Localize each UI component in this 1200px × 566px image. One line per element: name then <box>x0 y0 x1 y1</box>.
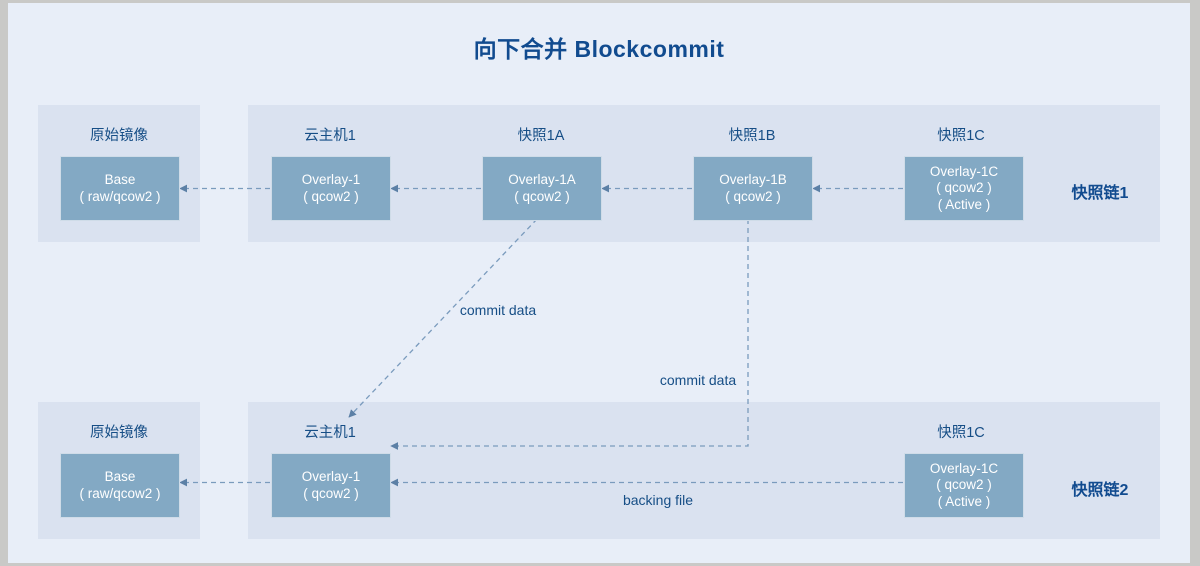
chain-label-1: 快照链1 <box>1071 185 1129 202</box>
node-line: ( qcow2 ) <box>725 188 781 204</box>
node-line: Overlay-1B <box>719 172 787 187</box>
node-overlay-1c-chain1[interactable]: Overlay-1C ( qcow2 ) ( Active ) <box>904 156 1024 221</box>
node-line: Overlay-1 <box>301 469 361 484</box>
node-line: ( raw/qcow2 ) <box>79 188 161 204</box>
node-overlay-1-chain1[interactable]: Overlay-1 ( qcow2 ) <box>271 156 391 221</box>
node-line: ( raw/qcow2 ) <box>79 485 161 501</box>
node-line: Overlay-1 <box>301 172 361 187</box>
caption-base-image-chain2: 原始镜像 <box>90 425 148 441</box>
node-line: Overlay-1C <box>929 163 999 179</box>
chain-label-2: 快照链2 <box>1071 482 1129 499</box>
node-line: ( qcow2 ) <box>303 485 359 501</box>
node-line: Overlay-1C <box>929 460 999 476</box>
node-line: ( qcow2 ) <box>303 188 359 204</box>
node-line: ( qcow2 ) <box>514 188 570 204</box>
diagram-canvas: 向下合并 Blockcommit <box>8 3 1190 563</box>
caption-snapshot-1a: 快照1A <box>517 128 565 144</box>
edge-label-commit-data-diagonal: commit data <box>459 302 537 318</box>
node-overlay-1-chain2[interactable]: Overlay-1 ( qcow2 ) <box>271 453 391 518</box>
node-line: ( qcow2 ) <box>936 180 992 196</box>
caption-base-image-chain1: 原始镜像 <box>90 128 148 144</box>
caption-snapshot-1c-chain2: 快照1C <box>937 425 985 441</box>
node-line: Base <box>104 172 136 187</box>
caption-vm1-chain2: 云主机1 <box>304 425 356 441</box>
node-line: ( qcow2 ) <box>936 477 992 493</box>
wire-commit-data-diagonal <box>348 218 538 418</box>
node-base-chain1[interactable]: Base ( raw/qcow2 ) <box>60 156 180 221</box>
node-overlay-1a[interactable]: Overlay-1A ( qcow2 ) <box>482 156 602 221</box>
node-overlay-1c-chain2[interactable]: Overlay-1C ( qcow2 ) ( Active ) <box>904 453 1024 518</box>
node-base-chain2[interactable]: Base ( raw/qcow2 ) <box>60 453 180 518</box>
node-line: ( Active ) <box>937 196 991 212</box>
caption-vm1-chain1: 云主机1 <box>304 128 356 144</box>
edge-label-backing-file: backing file <box>622 492 694 508</box>
caption-snapshot-1b: 快照1B <box>728 128 776 144</box>
page-title: 向下合并 Blockcommit <box>473 36 725 62</box>
edge-label-commit-data-orthogonal: commit data <box>659 372 737 388</box>
node-overlay-1b[interactable]: Overlay-1B ( qcow2 ) <box>693 156 813 221</box>
node-line: Overlay-1A <box>508 172 576 187</box>
node-line: ( Active ) <box>937 493 991 509</box>
caption-snapshot-1c: 快照1C <box>937 128 985 144</box>
node-line: Base <box>104 469 136 484</box>
